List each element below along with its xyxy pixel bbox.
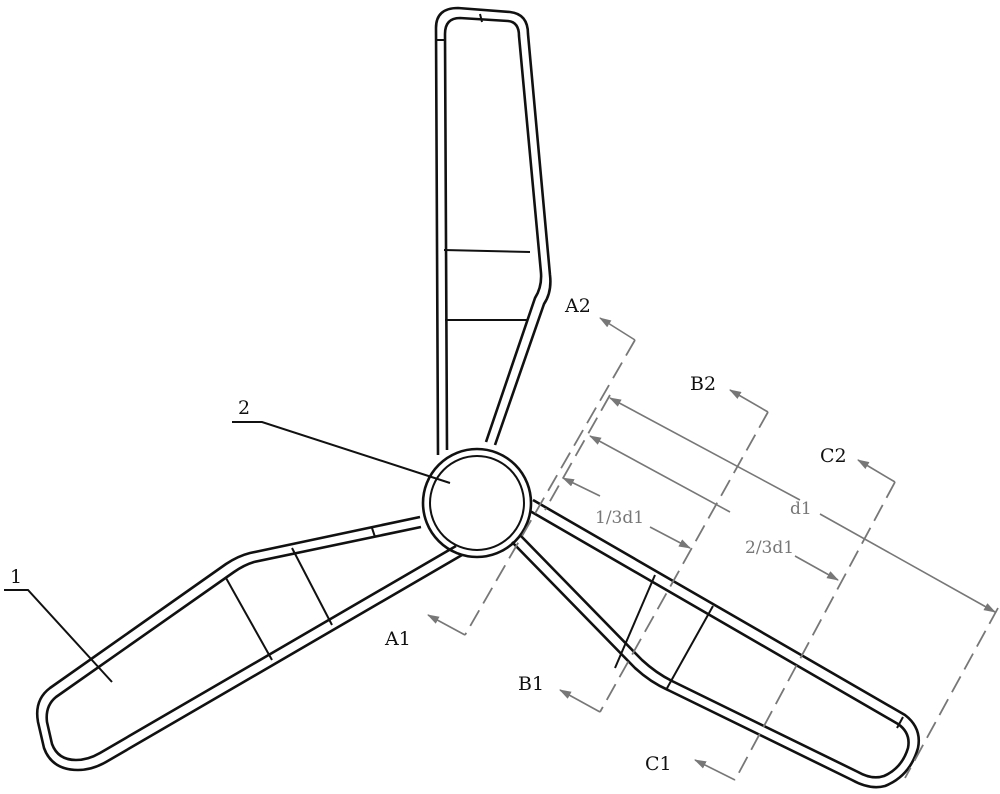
- leader-lines: [4, 421, 451, 683]
- right-blade: [511, 498, 920, 789]
- left-blade: [35, 515, 463, 772]
- dimension-one-third: 1/3d1: [595, 508, 644, 528]
- hub: [421, 447, 533, 559]
- dimension-full: d1: [790, 499, 812, 519]
- section-lines: [427, 317, 999, 781]
- top-blade: [434, 6, 552, 456]
- blade-label: 1: [10, 566, 22, 588]
- section-label-c2: C2: [820, 445, 847, 467]
- dimension-lines: [544, 394, 996, 613]
- dimension-two-thirds: 2/3d1: [745, 538, 794, 558]
- section-label-a2: A2: [564, 295, 591, 317]
- section-label-c1: C1: [645, 753, 672, 775]
- hub-label: 2: [238, 397, 250, 419]
- section-label-b2: B2: [690, 373, 716, 395]
- section-label-b1: B1: [518, 673, 544, 695]
- section-label-a1: A1: [384, 628, 411, 650]
